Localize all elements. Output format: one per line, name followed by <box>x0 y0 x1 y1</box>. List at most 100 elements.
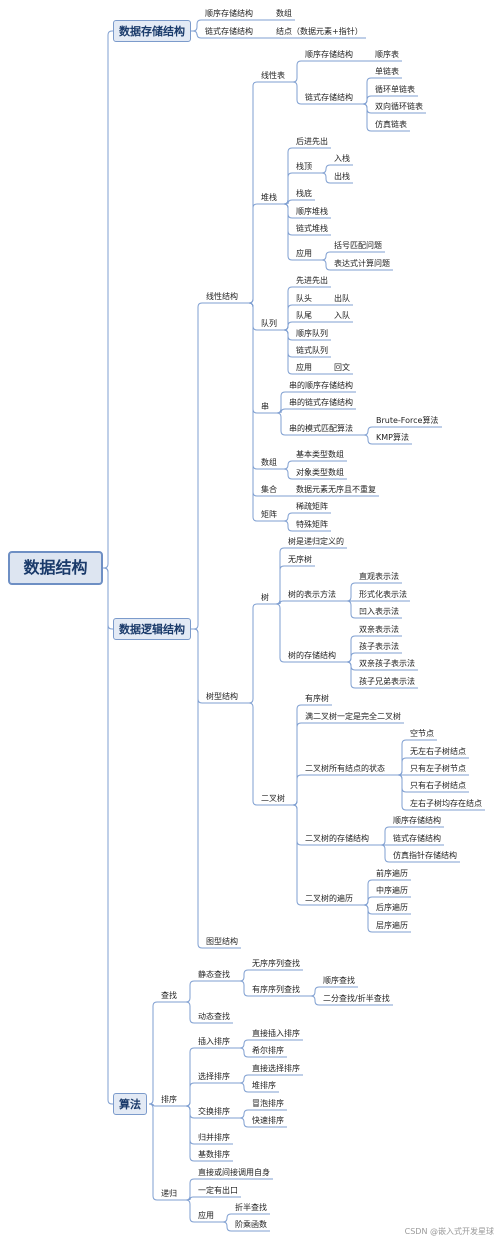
topic-node-dl6: 应用 <box>296 363 312 372</box>
connector-s31 <box>339 582 356 602</box>
topic-node-e32: 无左右子树结点 <box>410 747 466 756</box>
topic-node-cz121: 顺序查找 <box>323 976 355 985</box>
topic-node-n1b1: 结点（数据元素+指针） <box>276 27 363 36</box>
connector-sz <box>241 302 258 470</box>
topic-node-jh1: 数据元素无序且不重复 <box>296 485 376 494</box>
connector-s2 <box>272 565 285 605</box>
topic-node-zh2: 栈顶 <box>296 162 312 171</box>
topic-node-jz: 矩阵 <box>261 510 277 519</box>
topic-node-zhan: 堆栈 <box>261 193 277 202</box>
topic-node-xxb: 线性表 <box>261 71 285 80</box>
connector-s44 <box>339 661 356 689</box>
connector-cz <box>148 1001 158 1105</box>
topic-node-dl5: 链式队列 <box>296 346 328 355</box>
topic-node-px11: 直接插入排序 <box>252 1029 300 1038</box>
topic-node-s4: 树的存储结构 <box>288 651 336 660</box>
connector-px32 <box>233 1117 249 1128</box>
root-node: 数据结构 <box>8 551 103 585</box>
connector-xxb23 <box>356 103 372 114</box>
connector-sz2 <box>280 468 293 480</box>
topic-node-sz2: 对象类型数组 <box>296 468 344 477</box>
topic-node-cz2: 动态查找 <box>198 1012 230 1021</box>
topic-node-dl1: 先进先出 <box>296 276 328 285</box>
topic-node-dg3: 应用 <box>198 1211 214 1220</box>
topic-node-e34: 只有右子树结点 <box>410 781 466 790</box>
connector-cz1 <box>180 980 195 1003</box>
topic-node-px21: 直接选择排序 <box>252 1064 300 1073</box>
connector-s1 <box>272 547 285 605</box>
connector-px12 <box>233 1047 249 1058</box>
connector-px4 <box>180 1105 195 1145</box>
connector-dg32 <box>217 1221 232 1232</box>
topic-node-px1: 插入排序 <box>198 1037 230 1046</box>
connector-ch32 <box>356 434 373 445</box>
connector-px1 <box>180 1047 195 1107</box>
category-node-n2: 数据逻辑结构 <box>113 618 191 640</box>
topic-node-zh5: 链式堆栈 <box>296 224 328 233</box>
connector-px31 <box>233 1109 249 1119</box>
connector-zh21 <box>315 164 331 174</box>
topic-node-zh61: 括号匹配问题 <box>334 241 382 250</box>
connector-xxb21 <box>356 77 372 105</box>
topic-node-s2: 无序树 <box>288 555 312 564</box>
topic-node-e43: 仿真指针存储结构 <box>393 851 457 860</box>
topic-node-dl2: 队头 <box>296 294 312 303</box>
connector-n1a <box>191 19 202 32</box>
topic-node-graph: 图型结构 <box>206 937 238 946</box>
topic-node-e1: 有序树 <box>305 694 329 703</box>
topic-node-zh62: 表达式计算问题 <box>334 259 390 268</box>
topic-node-jh: 集合 <box>261 485 277 494</box>
connector-dl5 <box>280 329 293 358</box>
connector-s4 <box>272 603 285 663</box>
connector-ch1 <box>272 391 286 414</box>
connector-e31 <box>388 739 407 776</box>
connector-zh1 <box>280 147 293 205</box>
topic-node-ect: 二叉树 <box>261 794 285 803</box>
connector-dl4 <box>280 329 293 341</box>
connector-xxb2 <box>288 81 302 105</box>
topic-node-dg: 递归 <box>161 1189 177 1198</box>
topic-node-s31: 直观表示法 <box>359 572 399 581</box>
topic-node-s3: 树的表示方法 <box>288 590 336 599</box>
topic-node-e54: 层序遍历 <box>376 921 408 930</box>
connector-e4 <box>288 804 302 846</box>
topic-node-sz: 数组 <box>261 458 277 467</box>
topic-node-sz1: 基本类型数组 <box>296 450 344 459</box>
topic-node-e2: 满二叉树一定是完全二叉树 <box>305 712 401 721</box>
topic-node-n1a: 顺序存储结构 <box>205 9 253 18</box>
topic-node-e53: 后序遍历 <box>376 903 408 912</box>
topic-node-dl21: 出队 <box>334 294 350 303</box>
connector-zh61 <box>315 251 331 261</box>
topic-node-e42: 链式存储结构 <box>393 834 441 843</box>
topic-node-s41: 双亲表示法 <box>359 625 399 634</box>
connector-dl1 <box>280 286 293 331</box>
connector-n1b <box>191 30 202 39</box>
topic-node-shu: 树 <box>261 593 269 602</box>
topic-node-cz: 查找 <box>161 991 177 1000</box>
topic-node-ch3: 串的模式匹配算法 <box>289 424 353 433</box>
topic-node-px31: 冒泡排序 <box>252 1099 284 1108</box>
connector-px11 <box>233 1039 249 1049</box>
topic-node-e33: 只有左子树节点 <box>410 764 466 773</box>
connector-cz121 <box>303 986 320 997</box>
topic-node-dg31: 折半查找 <box>235 1203 267 1212</box>
topic-node-px22: 堆排序 <box>252 1081 276 1090</box>
topic-node-dl31: 入队 <box>334 311 350 320</box>
topic-node-cz122: 二分查找/折半查找 <box>323 994 390 1003</box>
category-node-n3: 算法 <box>113 1093 147 1115</box>
topic-node-ch32: KMP算法 <box>376 433 409 442</box>
connector-cz122 <box>303 995 320 1006</box>
connector-ect <box>241 702 258 806</box>
topic-node-xxb2: 链式存储结构 <box>305 93 353 102</box>
connector-jz <box>241 302 258 522</box>
connector-zh6 <box>280 203 293 261</box>
topic-node-ch1: 串的顺序存储结构 <box>289 381 353 390</box>
connector-shu <box>241 603 258 704</box>
topic-node-dl3: 队尾 <box>296 311 312 320</box>
topic-node-xxb23: 双向循环链表 <box>375 102 423 111</box>
topic-node-e41: 顺序存储结构 <box>393 816 441 825</box>
topic-node-n1a1: 数组 <box>276 9 292 18</box>
topic-node-zh6: 应用 <box>296 249 312 258</box>
connector-sz1 <box>280 460 293 470</box>
connector-px2 <box>180 1082 195 1107</box>
